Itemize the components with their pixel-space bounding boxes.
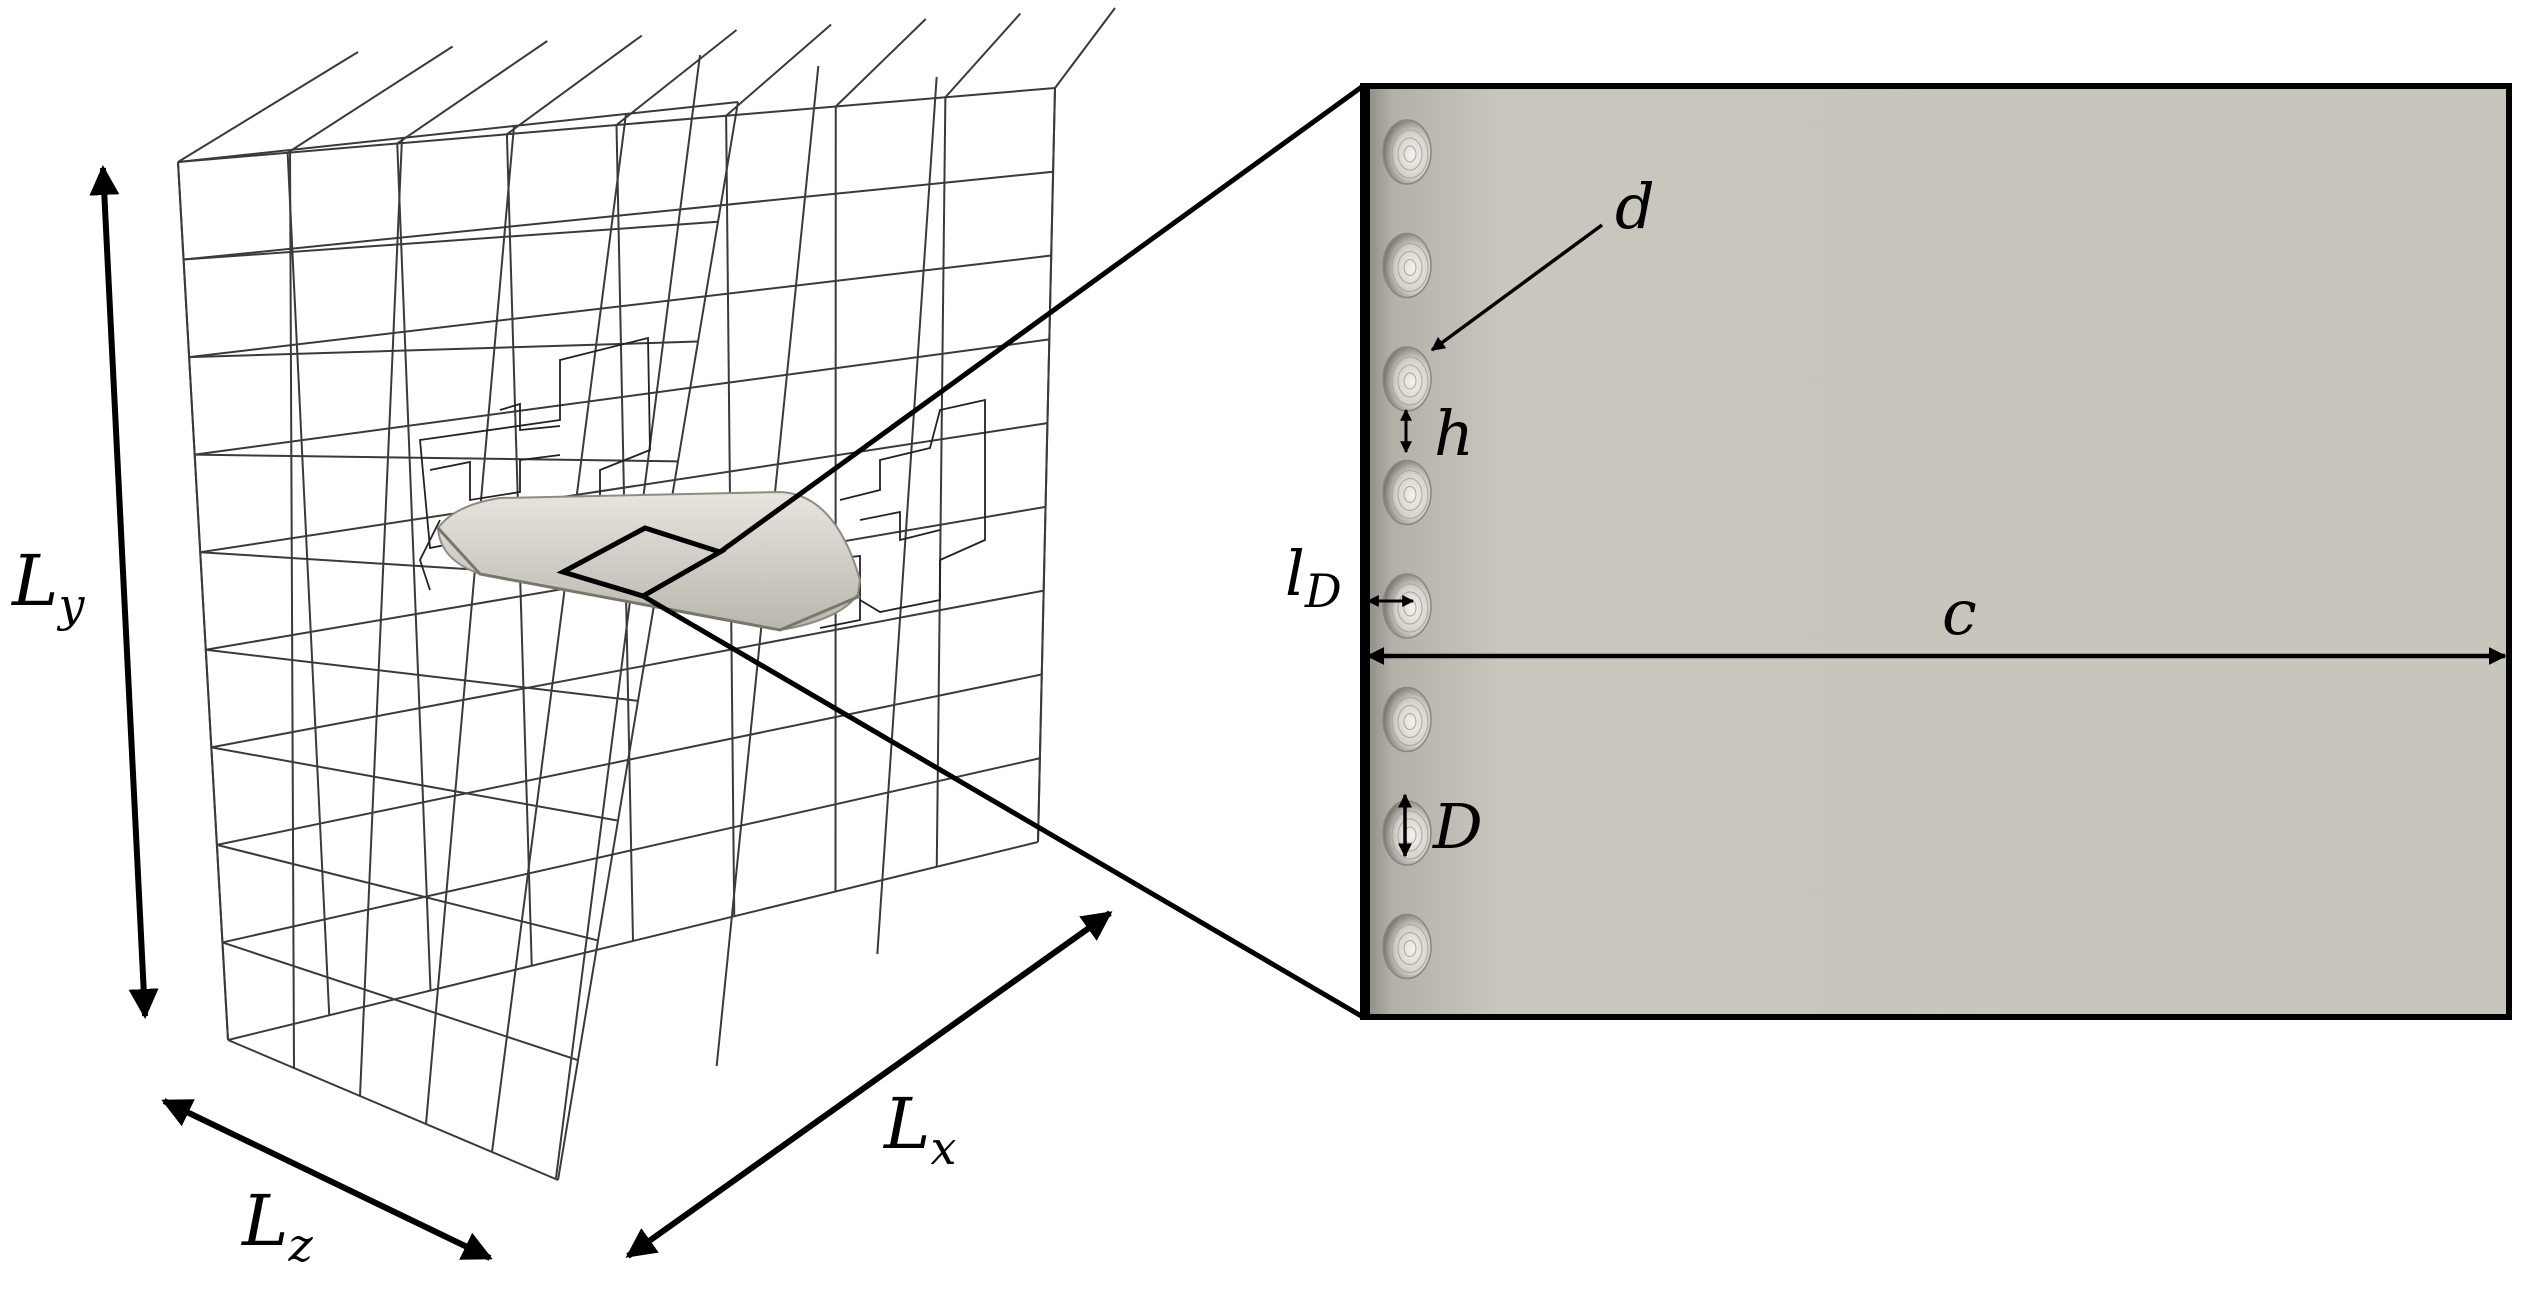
mesh-line xyxy=(835,18,927,108)
d-label: d xyxy=(1615,170,1655,243)
dimple xyxy=(1382,686,1432,753)
ld-label: lD xyxy=(1285,537,1342,618)
refinement-outline xyxy=(499,402,561,431)
c-label: c xyxy=(1942,576,1977,649)
mesh-line xyxy=(876,76,938,955)
mesh-line xyxy=(555,54,701,1179)
dimple-contour xyxy=(1397,137,1423,171)
mesh-line xyxy=(216,673,1042,846)
refinement-outline xyxy=(419,519,441,591)
dimple-array xyxy=(1382,119,1432,980)
dimple xyxy=(1382,119,1432,185)
mesh-line xyxy=(194,453,679,463)
dimple-contour xyxy=(1397,364,1423,398)
mesh-line xyxy=(557,101,739,1181)
zoom-projection-lines xyxy=(641,83,1365,1020)
wing-plate xyxy=(436,490,862,632)
mesh-line xyxy=(935,97,947,867)
mesh-line xyxy=(396,40,548,145)
dimple-contour xyxy=(1391,243,1429,292)
lz-label: Lz xyxy=(240,1180,313,1272)
refinement-outline xyxy=(839,398,986,613)
mesh-line xyxy=(615,29,738,126)
detail-plate xyxy=(1360,83,2512,1020)
mesh-line xyxy=(506,34,643,136)
mesh-line xyxy=(194,338,1050,456)
dimple-contour xyxy=(1391,697,1429,746)
mesh-line xyxy=(491,113,627,1153)
mesh-line xyxy=(227,841,1039,1041)
dimple-contour xyxy=(1397,251,1423,284)
mesh-line xyxy=(359,137,403,1097)
mesh-line xyxy=(289,149,295,1069)
dimple-contour xyxy=(1391,924,1429,973)
dimple-contour xyxy=(1391,583,1429,633)
mesh-line xyxy=(222,941,579,1062)
dimple-contour xyxy=(1397,932,1423,965)
dimple-contour xyxy=(1397,591,1423,625)
dimple xyxy=(1382,346,1432,412)
dimple xyxy=(1382,459,1432,526)
dimple-contour xyxy=(1403,940,1417,957)
dimple xyxy=(1382,232,1432,299)
dimple xyxy=(1382,800,1432,866)
mesh-line xyxy=(200,422,1048,554)
dimple-contour xyxy=(1397,478,1423,511)
lz-arrow xyxy=(161,1098,493,1261)
mesh-refinement-zones xyxy=(419,336,986,629)
D-label: D xyxy=(1432,790,1483,863)
dimple-contour xyxy=(1403,145,1417,163)
computational-domain-mesh xyxy=(177,7,1116,1181)
dimple xyxy=(1382,913,1432,980)
dimple xyxy=(1382,573,1432,639)
mesh-line xyxy=(725,23,832,117)
mesh-line xyxy=(287,45,454,154)
dimple-contour xyxy=(1391,356,1429,406)
mesh-line xyxy=(211,746,619,822)
mesh-line xyxy=(205,648,639,702)
dimple-contour xyxy=(1403,259,1417,276)
refinement-outline xyxy=(859,510,941,542)
h-label: h xyxy=(1434,397,1474,470)
d-pointer-arrow xyxy=(1430,223,1604,352)
ly-label: Ly xyxy=(10,540,85,632)
lx-arrow xyxy=(625,910,1113,1259)
mesh-line xyxy=(222,757,1041,944)
dimple-contour xyxy=(1403,713,1417,730)
mesh-line xyxy=(396,143,432,991)
dimple-contour xyxy=(1397,705,1423,738)
mesh-line xyxy=(425,125,515,1125)
mesh-line xyxy=(183,220,719,261)
ly-arrow xyxy=(89,165,159,1019)
dimple-contour xyxy=(1391,470,1429,519)
mesh-line xyxy=(177,101,739,163)
mesh-line xyxy=(944,12,1022,98)
mesh-line xyxy=(216,843,599,942)
mesh-line xyxy=(183,170,1054,261)
mesh-line xyxy=(189,340,699,359)
dimple-contour xyxy=(1403,372,1417,390)
mesh-line xyxy=(177,51,359,163)
dimple-contour xyxy=(1391,129,1429,179)
mesh-line xyxy=(227,1039,559,1181)
refinement-outline xyxy=(429,454,561,502)
mesh-line xyxy=(188,254,1052,359)
mesh-line xyxy=(211,589,1044,749)
mesh-line xyxy=(177,161,229,1041)
dimple-contour xyxy=(1403,486,1417,503)
mesh-line xyxy=(1037,87,1056,843)
mesh-line xyxy=(1054,7,1116,89)
lx-label: Lx xyxy=(882,1083,956,1175)
